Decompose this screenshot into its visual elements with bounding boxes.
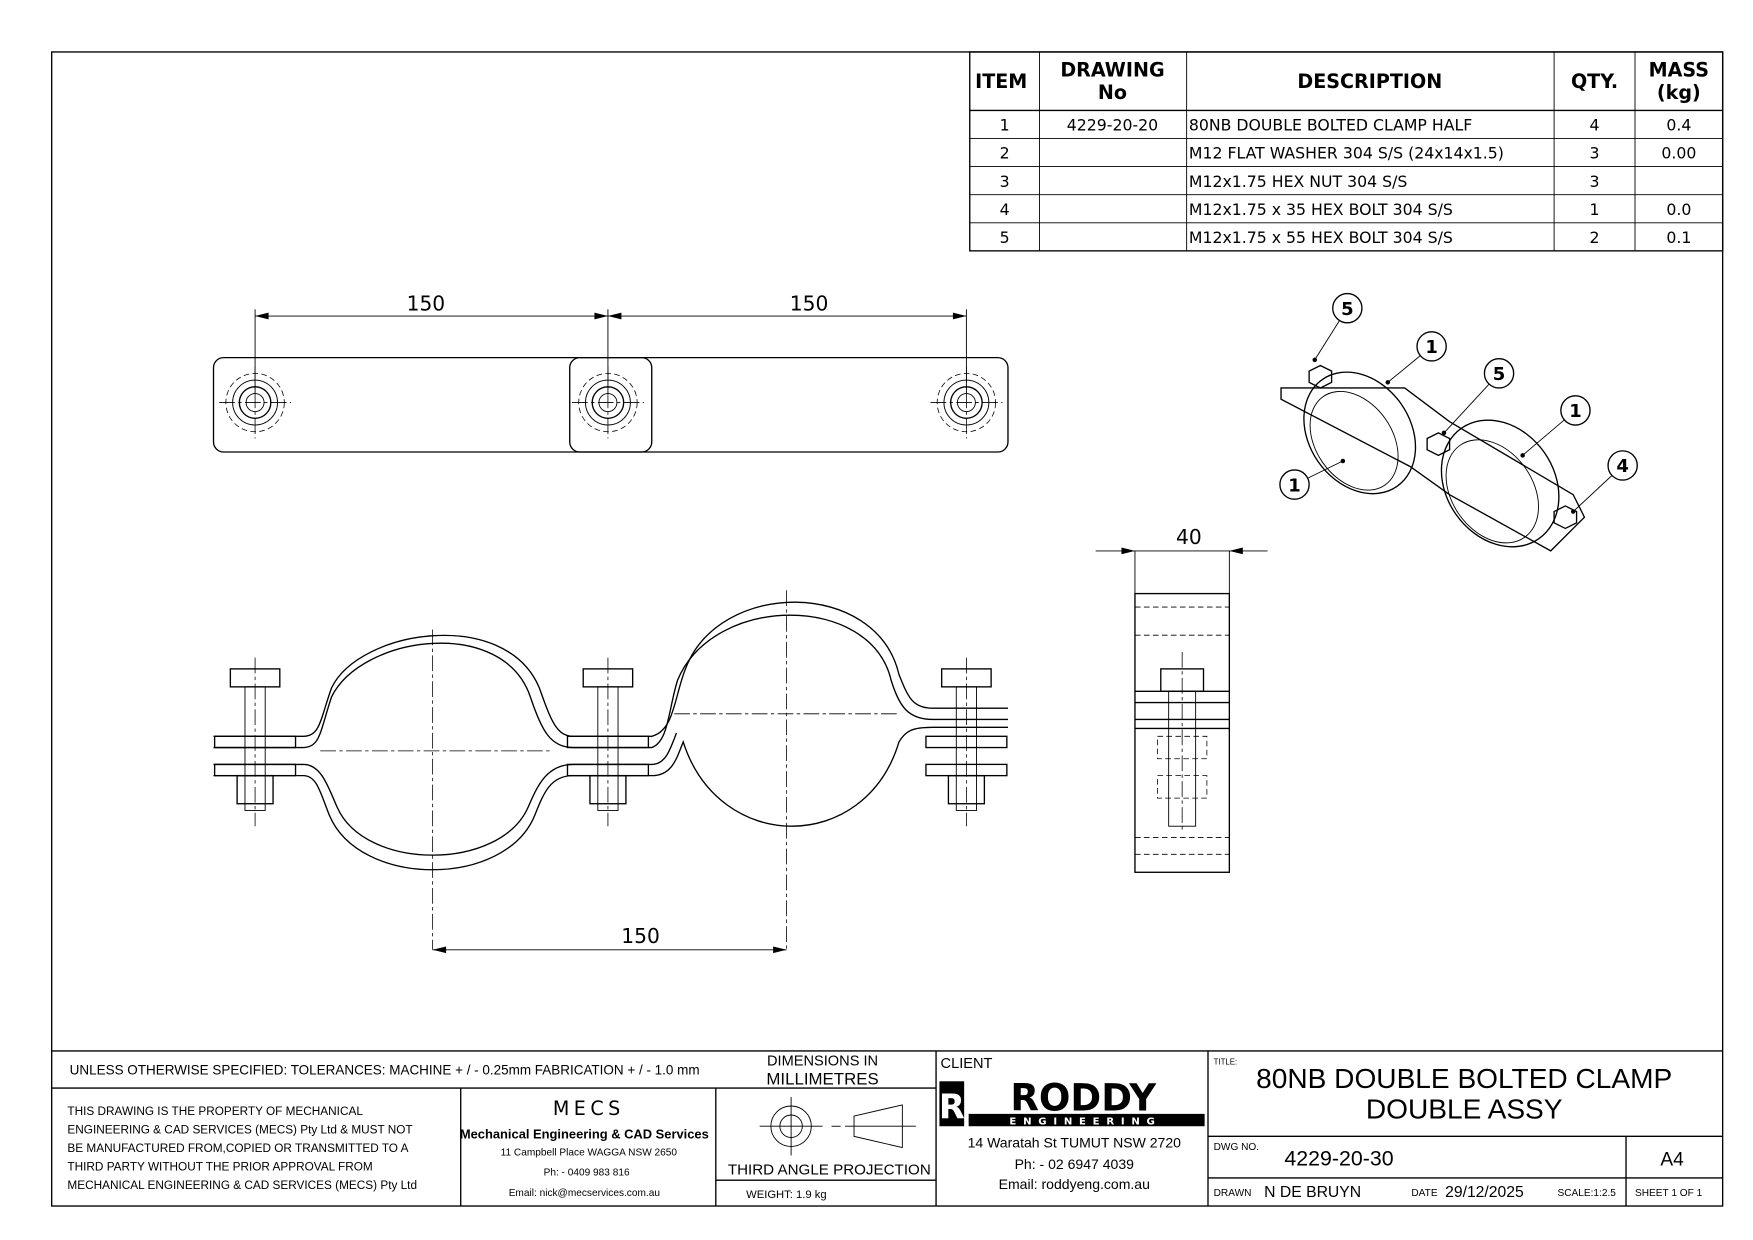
date-label: DATE xyxy=(1411,1188,1437,1199)
side-view: 40 xyxy=(1095,525,1268,873)
bom-row: 2 M12 FLAT WASHER 304 S/S (24x14x1.5) 3 0.0… xyxy=(1000,144,1697,163)
units-line-2: MILLIMETRES xyxy=(766,1070,878,1089)
bom-item: 1 xyxy=(1000,116,1010,135)
weight-label: WEIGHT: 1.9 kg xyxy=(746,1189,826,1201)
svg-text:RODDY: RODDY xyxy=(1010,1077,1157,1120)
bom-item: 3 xyxy=(1000,172,1010,191)
top-view: 150 150 xyxy=(212,291,1009,453)
bom-qty: 3 xyxy=(1590,172,1600,191)
bom-header-description: DESCRIPTION xyxy=(1297,70,1442,93)
bolt-assembly xyxy=(213,657,297,827)
drawing-title-line-2: DOUBLE ASSY xyxy=(1366,1093,1563,1124)
title-label: TITLE: xyxy=(1214,1057,1238,1066)
third-angle-projection-symbol xyxy=(759,1097,916,1156)
drawn-by: N DE BRUYN xyxy=(1264,1184,1361,1201)
sheet-number: SHEET 1 OF 1 xyxy=(1635,1188,1703,1199)
bom-description: M12x1.75 HEX NUT 304 S/S xyxy=(1189,172,1408,191)
bom-item: 2 xyxy=(1000,144,1010,163)
property-notice-line: ENGINEERING & CAD SERVICES (MECS) Pty Lt… xyxy=(67,1124,412,1137)
bom-mass: 0.1 xyxy=(1666,228,1691,247)
client-email: Email: roddyeng.com.au xyxy=(999,1176,1150,1192)
mecs-address: 11 Campbell Place WAGGA NSW 2650 xyxy=(501,1147,678,1158)
bom-qty: 4 xyxy=(1590,116,1600,135)
tolerance-note: UNLESS OTHERWISE SPECIFIED: TOLERANCES: … xyxy=(70,1063,700,1078)
mecs-name: Mechanical Engineering & CAD Services xyxy=(460,1127,709,1142)
mecs-phone: Ph: - 0409 983 816 xyxy=(544,1168,630,1179)
balloon-number: 1 xyxy=(1569,401,1582,422)
drawing-title-line-1: 80NB DOUBLE BOLTED CLAMP xyxy=(1256,1063,1672,1094)
mecs-logo: MECS xyxy=(553,1097,625,1120)
dimension-top-left: 150 xyxy=(407,291,446,315)
balloon-number: 5 xyxy=(1493,364,1506,385)
balloon-number: 5 xyxy=(1341,299,1354,320)
dimension-side-width: 40 xyxy=(1176,525,1202,549)
dimension-front-centres: 150 xyxy=(621,924,660,948)
balloon-number: 4 xyxy=(1616,456,1629,477)
item-balloon: 1 xyxy=(1385,331,1447,385)
bom-header-qty: QTY. xyxy=(1571,70,1618,93)
bom-row: 4 M12x1.75 x 35 HEX BOLT 304 S/S 1 0.0 xyxy=(1000,200,1692,219)
bom-description: M12 FLAT WASHER 304 S/S (24x14x1.5) xyxy=(1189,144,1504,163)
bom-qty: 2 xyxy=(1590,228,1600,247)
bill-of-materials: ITEM DRAWING No DESCRIPTION QTY. MASS (k… xyxy=(969,51,1724,252)
sheet-border xyxy=(51,51,1724,1207)
bom-description: M12x1.75 x 55 HEX BOLT 304 S/S xyxy=(1189,228,1453,247)
sheet-size: A4 xyxy=(1660,1150,1684,1171)
drawn-label: DRAWN xyxy=(1214,1188,1252,1199)
bom-qty: 1 xyxy=(1590,200,1600,219)
mecs-email: Email: nick@mecservices.com.au xyxy=(509,1188,660,1199)
property-notice-line: THIS DRAWING IS THE PROPERTY OF MECHANIC… xyxy=(67,1105,363,1118)
client-label: CLIENT xyxy=(941,1056,993,1072)
bom-mass: 0.0 xyxy=(1666,200,1691,219)
bom-item: 4 xyxy=(1000,200,1010,219)
isometric-view: 5 1 5 1 1 4 xyxy=(1279,292,1638,552)
bolt-head-top xyxy=(930,366,1003,439)
balloon-number: 1 xyxy=(1288,475,1301,496)
units-line-1: DIMENSIONS IN xyxy=(767,1054,878,1070)
bom-header-mass-unit: (kg) xyxy=(1657,81,1701,104)
scale: SCALE:1:2.5 xyxy=(1557,1188,1616,1199)
item-balloon: 5 xyxy=(1312,292,1363,363)
property-notice-line: MECHANICAL ENGINEERING & CAD SERVICES (M… xyxy=(67,1179,417,1192)
bom-header-mass: MASS xyxy=(1649,59,1709,82)
projection-label: THIRD ANGLE PROJECTION xyxy=(728,1162,931,1179)
bolt-assembly xyxy=(925,657,1008,827)
bom-header-item: ITEM xyxy=(975,70,1027,93)
bom-description: M12x1.75 x 35 HEX BOLT 304 S/S xyxy=(1189,200,1453,219)
bom-row: 3 M12x1.75 HEX NUT 304 S/S 3 xyxy=(1000,172,1600,191)
client-phone: Ph: - 02 6947 4039 xyxy=(1015,1156,1135,1172)
item-balloon: 1 xyxy=(1279,458,1346,500)
dimension-top-right: 150 xyxy=(790,291,829,315)
date: 29/12/2025 xyxy=(1445,1184,1524,1201)
bom-drawing-no: 4229-20-20 xyxy=(1067,116,1158,135)
bom-item: 5 xyxy=(1000,228,1010,247)
bom-row: 5 M12x1.75 x 55 HEX BOLT 304 S/S 2 0.1 xyxy=(1000,228,1692,247)
svg-text:R: R xyxy=(939,1087,965,1126)
property-notice-line: THIRD PARTY WITHOUT THE PRIOR APPROVAL F… xyxy=(67,1161,372,1174)
front-view: 150 xyxy=(213,590,1008,954)
title-block: UNLESS OTHERWISE SPECIFIED: TOLERANCES: … xyxy=(51,1050,1723,1207)
item-balloon: 1 xyxy=(1520,395,1591,458)
balloon-number: 1 xyxy=(1425,337,1438,358)
bolt-assembly xyxy=(566,657,650,827)
property-notice-line: BE MANUFACTURED FROM,COPIED OR TRANSMITT… xyxy=(67,1142,408,1155)
svg-text:ENGINEERING: ENGINEERING xyxy=(1009,1117,1161,1128)
bom-mass: 0.4 xyxy=(1666,116,1691,135)
bom-qty: 3 xyxy=(1590,144,1600,163)
bom-header-drawing-no: No xyxy=(1098,81,1127,104)
bom-mass: 0.00 xyxy=(1661,144,1696,163)
roddy-engineering-logo: R RODDY ENGINEERING xyxy=(939,1077,1205,1128)
dwg-no: 4229-20-30 xyxy=(1284,1147,1393,1171)
item-balloon: 4 xyxy=(1570,450,1638,514)
bom-row: 1 4229-20-20 80NB DOUBLE BOLTED CLAMP HALF… xyxy=(1000,116,1692,135)
bom-description: 80NB DOUBLE BOLTED CLAMP HALF xyxy=(1189,116,1472,135)
bom-header-drawing: DRAWING xyxy=(1060,59,1164,82)
item-balloon: 5 xyxy=(1441,358,1515,436)
dwg-no-label: DWG NO. xyxy=(1214,1142,1260,1153)
client-address: 14 Waratah St TUMUT NSW 2720 xyxy=(968,1135,1182,1151)
